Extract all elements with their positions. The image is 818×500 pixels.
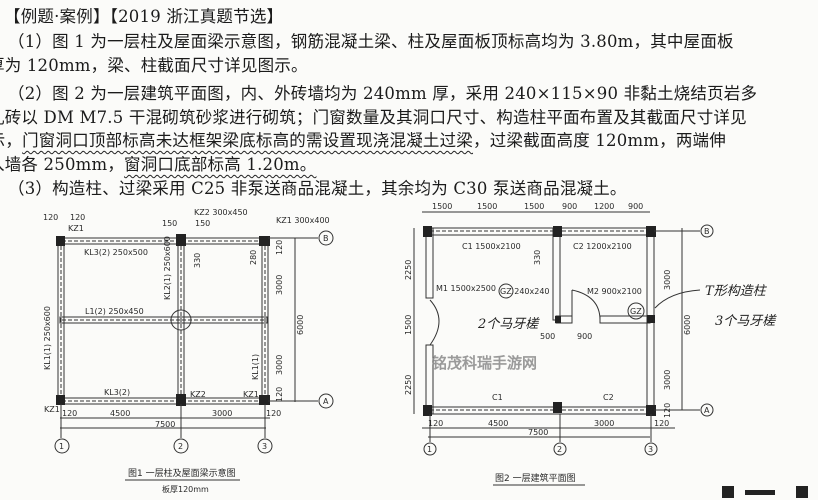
- underlined-elevation: 窗洞口底部标高 1.20m。: [124, 155, 317, 174]
- handwritten-note: 2个马牙槎: [477, 317, 540, 332]
- dim-label: 120: [62, 409, 77, 418]
- dim-label: 120: [663, 403, 672, 418]
- dim-label: 120: [654, 419, 669, 428]
- paragraph-2: （2）图 2 为一层建筑平面图，内、外砖墙均为 240mm 厚，采用 240×1…: [8, 84, 758, 103]
- axis-label: B: [704, 227, 710, 236]
- dim-label: 1500: [524, 202, 544, 211]
- axis-label: 2: [557, 445, 562, 454]
- window-label: C1 1500x2100: [462, 242, 521, 251]
- column-label: KZ2: [190, 390, 206, 399]
- text: 入墙各 250mm，: [0, 155, 125, 174]
- dim-label: 2250: [404, 375, 413, 395]
- constructional-column-label: GZ: [630, 307, 642, 316]
- figure-2-labels: 1500 1500 1500 900 1200 900 C1 1500x2100…: [404, 202, 777, 484]
- window-label: C2: [603, 393, 614, 402]
- dim-label: 900: [562, 202, 577, 211]
- dim-label: 3000: [212, 409, 232, 418]
- window-label: C2 1200x2100: [573, 242, 632, 251]
- dim-label: 120: [43, 213, 58, 222]
- column-label: KZ1: [44, 405, 60, 414]
- axis-label: 3: [648, 445, 653, 454]
- beam-label: KL1(1) 250x600: [43, 306, 52, 370]
- beam-label: L1(2) 250x450: [85, 307, 144, 316]
- dim-label: 6000: [296, 315, 305, 335]
- axis-label: B: [323, 234, 329, 243]
- paragraph-2-line4: 入墙各 250mm，窗洞口底部标高 1.20m。: [0, 151, 316, 175]
- dim-label: 7500: [155, 420, 175, 429]
- dim-label: 120: [428, 419, 443, 428]
- text: ，过梁截面高度 120mm，两端伸: [473, 131, 726, 150]
- handwritten-note: 3个马牙槎: [715, 314, 777, 329]
- beam-label: KL3(2) 250x500: [84, 248, 148, 257]
- window-label: C1: [492, 393, 503, 402]
- qr-code-icon: [722, 486, 808, 498]
- dim-label: 6000: [683, 315, 692, 335]
- dim-label: 120: [70, 213, 85, 222]
- dim-label: 7500: [528, 428, 548, 437]
- paragraph-3: （3）构造柱、过梁采用 C25 非泵送商品混凝土，其余均为 C30 泵送商品混凝…: [8, 179, 627, 198]
- dim-label: 330: [193, 253, 202, 268]
- axis-label: 2: [178, 442, 183, 451]
- paragraph-2-line3: 图示，门窗洞口顶部标高未达框架梁底标高的需设置现浇混凝土过梁，过梁截面高度 12…: [0, 127, 726, 151]
- dim-label: 150: [162, 219, 177, 228]
- column-label: KZ1 300x400: [276, 216, 330, 225]
- axis-label: 1: [427, 445, 432, 454]
- paragraph-2-cont: 孔砖以 DM M7.5 干混砌筑砂浆进行砌筑；门窗数量及其洞口尺寸、构造柱平面布…: [0, 108, 747, 127]
- paragraph-1-cont: 厚为 120mm，梁、柱截面尺寸详见图示。: [0, 56, 308, 75]
- figure-1-column-beam-plan: [54, 230, 334, 481]
- dim-label: 1500: [432, 202, 452, 211]
- beam-label: KL2(1) 250x600: [163, 236, 172, 300]
- door-label: M1 1500x2500: [436, 284, 496, 293]
- dim-label: 120: [266, 409, 281, 418]
- example-tag: 【例题·案例】【2019 浙江真题节选】: [4, 7, 284, 26]
- figure-1-labels: 120 120 KZ1 KZ2 300x450 150 150 KZ1 300x…: [43, 208, 330, 494]
- dim-label: 1500: [477, 202, 497, 211]
- axis-label: 3: [262, 442, 267, 451]
- dim-label: 900: [628, 202, 643, 211]
- dim-label: 3000: [663, 370, 672, 390]
- constructional-column-label: GZ 240x240: [500, 287, 550, 296]
- dim-label: 500: [540, 332, 555, 341]
- underlined-requirement: 门窗洞口顶部标高未达框架梁底标高的需设置现浇混凝土过梁: [22, 131, 474, 150]
- text: 图示，: [0, 131, 23, 150]
- dim-label: 150: [195, 219, 210, 228]
- dim-label: 900: [577, 332, 592, 341]
- figure-2-caption: 图2 一层建筑平面图: [495, 472, 576, 484]
- dim-label: 3000: [594, 419, 614, 428]
- dim-label: 2250: [404, 260, 413, 280]
- figure-1-note: 板厚120mm: [162, 484, 209, 494]
- figure-2-floor-plan: [413, 211, 714, 486]
- axis-label: A: [323, 397, 329, 406]
- axis-label: A: [704, 406, 710, 415]
- dim-label: 120: [275, 387, 284, 402]
- column-label: KZ2 300x450: [194, 208, 248, 217]
- dim-label: 3000: [663, 270, 672, 290]
- dim-label: 3000: [275, 355, 284, 375]
- watermark: 铭茂科瑞手游网: [432, 354, 538, 372]
- paragraph-1: （1）图 1 为一层柱及屋面梁示意图，钢筋混凝土梁、柱及屋面板顶标高均为 3.8…: [8, 32, 734, 51]
- dim-label: 1200: [594, 202, 614, 211]
- dim-label: 1500: [404, 315, 413, 335]
- dim-label: 4500: [110, 409, 130, 418]
- dim-label: 120: [275, 240, 284, 255]
- column-label: KZ1: [243, 390, 259, 399]
- column-label: KZ1: [68, 224, 84, 233]
- beam-label: KL3(2): [104, 388, 130, 397]
- beam-label: KL1(1): [251, 354, 260, 380]
- door-label: M2 900x2100: [587, 287, 642, 296]
- dim-label: 330: [533, 250, 542, 265]
- handwritten-note: T形构造柱: [705, 284, 768, 299]
- axis-label: 1: [59, 442, 64, 451]
- dim-label: 4500: [488, 419, 508, 428]
- dim-label: 3000: [275, 275, 284, 295]
- figure-1-caption: 图1 一层柱及屋面梁示意图: [128, 467, 236, 479]
- dim-label: 280: [249, 250, 258, 265]
